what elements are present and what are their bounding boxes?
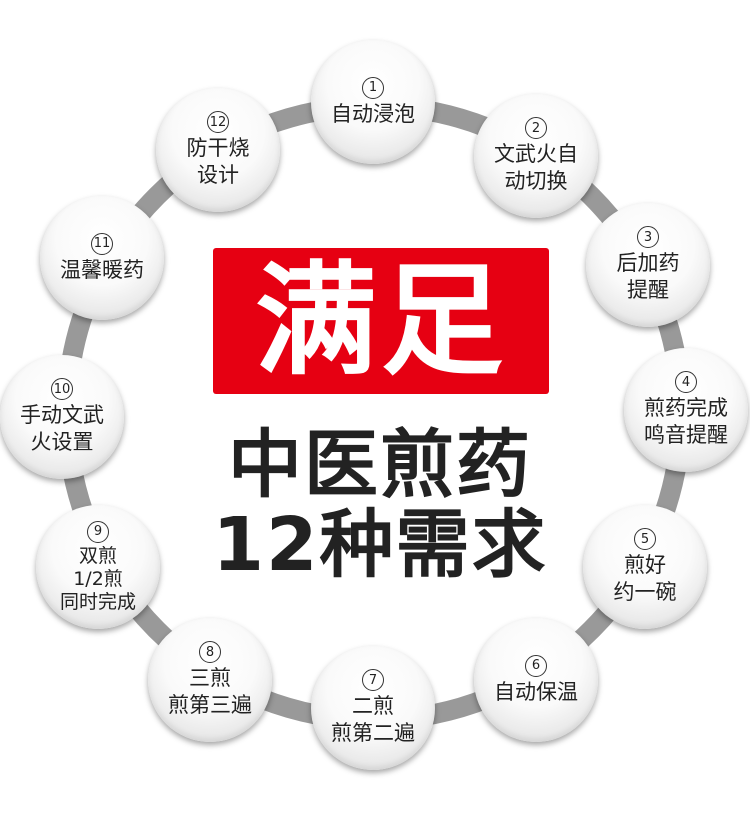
feature-number: 9 xyxy=(87,520,109,543)
feature-label: 动切换 xyxy=(504,169,568,193)
feature-label: 二煎 xyxy=(352,694,394,718)
feature-number: 4 xyxy=(675,371,697,393)
feature-label: 煎第二遍 xyxy=(331,721,415,745)
feature-circle-12: 12 防干烧设计 xyxy=(156,88,280,212)
feature-number: 6 xyxy=(525,654,547,677)
feature-label: 文武火自 xyxy=(494,142,578,166)
feature-label: 提醒 xyxy=(627,278,669,302)
badge-text: 满足 xyxy=(255,250,507,392)
feature-circle-5: 5 煎好约一碗 xyxy=(583,505,707,629)
headline-line-2: 12种需求 xyxy=(212,502,548,588)
feature-label: 煎药完成 xyxy=(644,396,728,420)
feature-number: 5 xyxy=(634,528,656,550)
feature-number: 11 xyxy=(91,232,113,255)
feature-label: 手动文武 xyxy=(20,403,104,427)
feature-number: 10 xyxy=(51,378,73,400)
feature-circle-3: 3 后加药提醒 xyxy=(586,203,710,327)
feature-label: 防干烧 xyxy=(186,136,250,160)
headline-line-1: 中医煎药 xyxy=(228,422,532,508)
feature-label: 同时完成 xyxy=(59,590,136,613)
feature-number: 7 xyxy=(362,669,384,691)
feature-circle-8: 8 三煎煎第三遍 xyxy=(148,618,272,742)
feature-circle-2: 2 文武火自动切换 xyxy=(474,94,598,218)
feature-label: 火设置 xyxy=(30,430,94,454)
feature-label: 煎好 xyxy=(624,553,666,577)
feature-number: 3 xyxy=(637,226,659,248)
feature-number: 1 xyxy=(362,76,384,99)
badge: 满足 xyxy=(213,248,549,394)
feature-number: 12 xyxy=(207,111,229,133)
feature-label: 温馨暖药 xyxy=(60,257,144,282)
feature-label: 鸣音提醒 xyxy=(644,423,728,447)
feature-label: 自动保温 xyxy=(494,679,578,704)
feature-label: 自动浸泡 xyxy=(331,101,415,126)
feature-label: 设计 xyxy=(197,163,239,187)
feature-circle-7: 7 二煎煎第二遍 xyxy=(311,646,435,770)
feature-circle-4: 4 煎药完成鸣音提醒 xyxy=(624,348,748,472)
feature-label: 约一碗 xyxy=(613,580,677,604)
feature-label: 三煎 xyxy=(189,666,231,690)
feature-label: 煎第三遍 xyxy=(168,693,252,717)
feature-label: 1/2煎 xyxy=(73,567,123,590)
feature-number: 8 xyxy=(199,641,221,663)
feature-label: 后加药 xyxy=(616,251,680,275)
feature-label: 双煎 xyxy=(78,544,117,567)
feature-circle-10: 10 手动文武火设置 xyxy=(0,355,124,479)
feature-number: 2 xyxy=(525,117,547,139)
